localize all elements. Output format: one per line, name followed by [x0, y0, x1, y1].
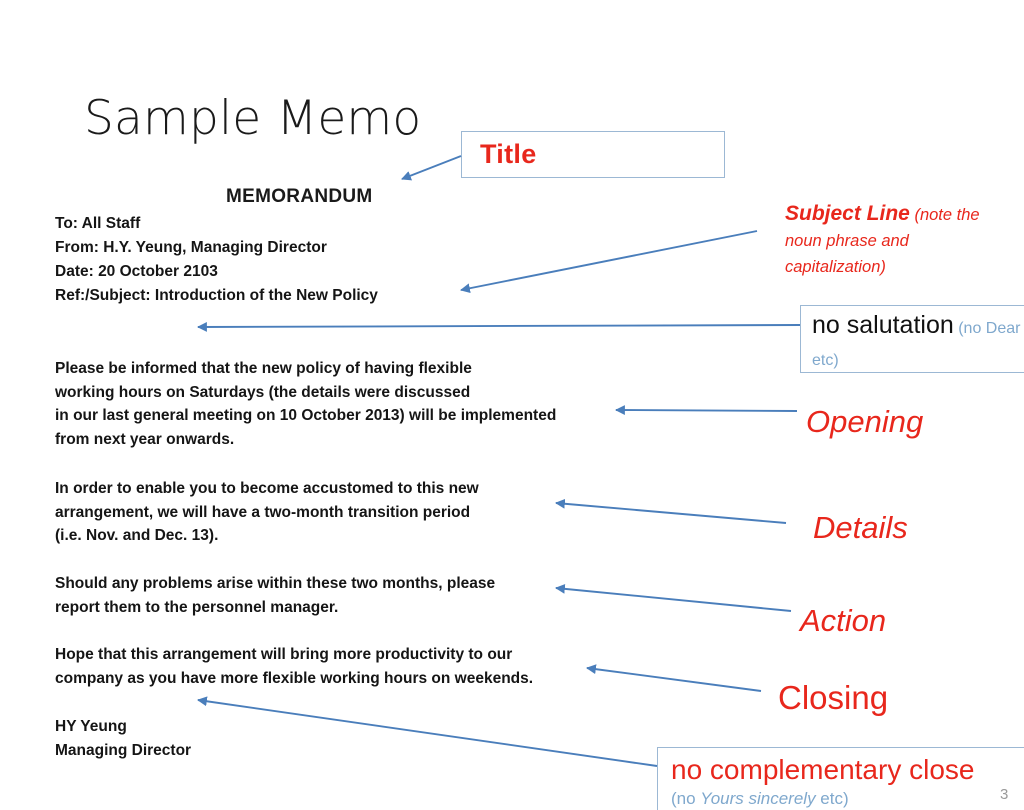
annotation-box-title: Title	[461, 131, 725, 178]
memo-line-date: Date: 20 October 2103	[55, 263, 218, 280]
annotation-no-salutation-text: no salutation (no Dear Sir etc)	[812, 311, 1024, 375]
arrow-to-no-salutation	[197, 322, 801, 332]
memo-paragraph-details: In order to enable you to become accusto…	[55, 480, 479, 544]
memo-line-subject: Ref:/Subject: Introduction of the New Po…	[55, 287, 378, 304]
arrow-to-closing	[586, 664, 762, 692]
annotation-no-close-note-after: etc)	[815, 789, 849, 808]
memo-line-to: To: All Staff	[55, 215, 141, 232]
memo-line-from: From: H.Y. Yeung, Managing Director	[55, 239, 327, 256]
arrow-to-signature	[197, 696, 658, 767]
annotation-label-title: Title	[480, 139, 537, 169]
annotation-box-no-salutation: no salutation (no Dear Sir etc)	[800, 305, 1024, 373]
arrow-to-opening	[615, 405, 798, 415]
memo-paragraph-action: Should any problems arise within these t…	[55, 575, 496, 616]
annotation-label-opening: Opening	[806, 404, 924, 439]
annotation-box-no-complementary-close: no complementary close (no Yours sincere…	[657, 747, 1024, 810]
annotation-no-close-note-italic: Yours sincerely	[700, 789, 816, 808]
page-title: Sample Memo	[84, 91, 422, 146]
annotation-no-close-main: no complementary close	[671, 754, 975, 785]
annotation-subject-line-strong: Subject Line	[785, 202, 910, 225]
page-number: 3	[1000, 786, 1009, 803]
memo-paragraph-opening: Please be informed that the new policy o…	[55, 360, 557, 448]
arrow-to-title	[401, 155, 462, 181]
arrow-to-details	[555, 498, 787, 524]
annotation-no-close-note: (no Yours sincerely etc)	[671, 789, 849, 809]
annotation-label-closing: Closing	[778, 679, 889, 716]
annotation-subject-line-note: (note the noun phrase and capitalization…	[785, 206, 980, 276]
arrow-to-subject-line	[460, 230, 758, 294]
annotation-no-salutation-note: (no Dear Sir etc)	[812, 320, 1024, 369]
memo-signature-block: HY Yeung Managing Director	[55, 718, 192, 759]
annotation-label-details: Details	[813, 510, 908, 545]
memo-paragraph-closing: Hope that this arrangement will bring mo…	[55, 646, 534, 687]
annotation-label-action: Action	[800, 603, 887, 638]
memo-heading: MEMORANDUM	[226, 186, 373, 207]
annotation-label-subject-line: Subject Line (note the noun phrase and c…	[785, 201, 1024, 280]
annotation-no-salutation-main: no salutation	[812, 311, 954, 339]
annotation-no-close-note-before: (no	[671, 789, 701, 808]
arrow-to-action	[555, 583, 792, 612]
